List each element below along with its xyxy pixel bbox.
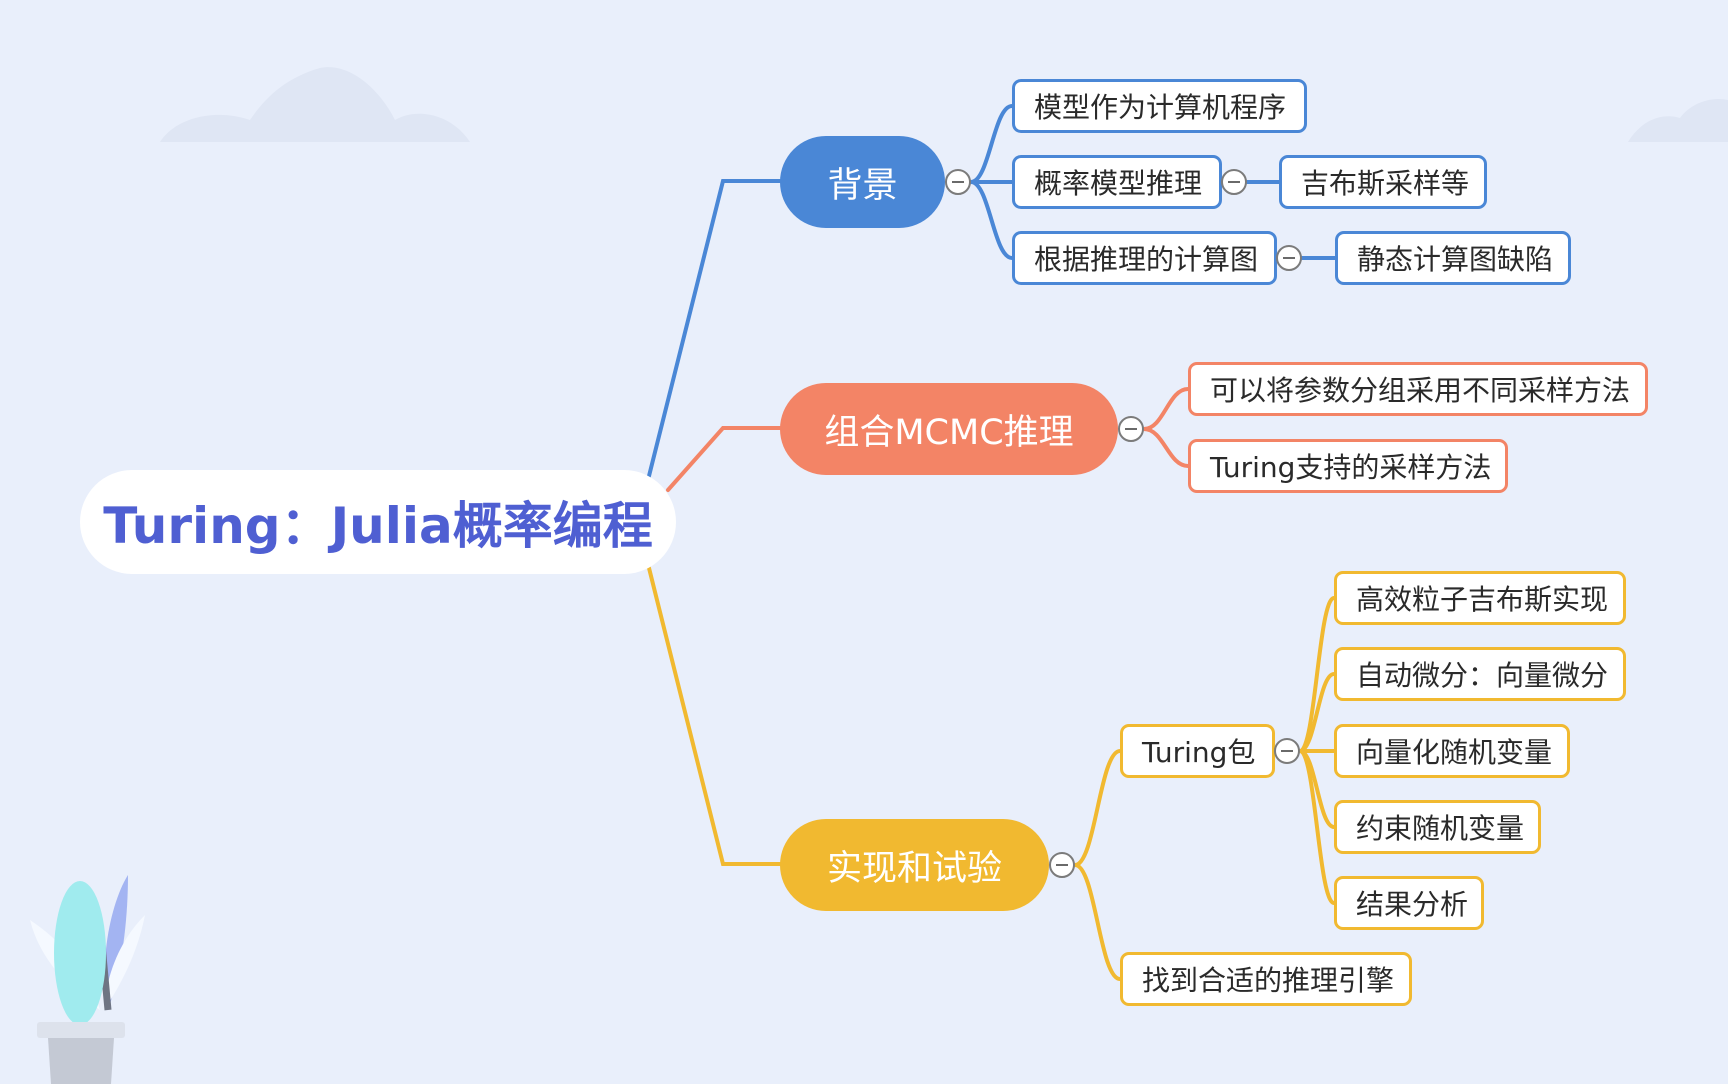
branch-topic[interactable]: 组合MCMC推理	[780, 383, 1118, 475]
subtopic[interactable]: Turing包	[1120, 724, 1275, 778]
subtopic[interactable]: 可以将参数分组采用不同采样方法	[1188, 362, 1648, 416]
subtopic-connector	[969, 180, 1014, 260]
branch-topic[interactable]: 背景	[780, 136, 945, 228]
subtopic[interactable]: 静态计算图缺陷	[1335, 231, 1571, 285]
subtopic[interactable]: 根据推理的计算图	[1012, 231, 1277, 285]
subtopic[interactable]: 向量化随机变量	[1334, 724, 1570, 778]
collapse-toggle[interactable]	[1221, 169, 1247, 195]
plant-decoration	[30, 875, 145, 1084]
branch-connector	[647, 179, 782, 478]
subtopic-connector	[1298, 672, 1336, 753]
subtopic[interactable]: 模型作为计算机程序	[1012, 79, 1307, 133]
connector-lines	[647, 104, 1337, 981]
subtopic-connector	[969, 104, 1014, 184]
subtopic[interactable]: 结果分析	[1334, 876, 1484, 930]
root-topic[interactable]: Turing：Julia概率编程	[80, 470, 676, 574]
collapse-toggle[interactable]	[1118, 416, 1144, 442]
subtopic[interactable]: Turing支持的采样方法	[1188, 439, 1508, 493]
cloud-decoration	[160, 67, 1728, 142]
collapse-toggle[interactable]	[1049, 852, 1075, 878]
collapse-toggle[interactable]	[1274, 738, 1300, 764]
subtopic[interactable]: 吉布斯采样等	[1279, 155, 1487, 209]
branch-connector	[666, 426, 782, 492]
subtopic-connector	[1073, 863, 1122, 981]
subtopic[interactable]: 概率模型推理	[1012, 155, 1222, 209]
subtopic-connector	[1298, 749, 1336, 905]
branch-connector	[647, 566, 782, 866]
subtopic[interactable]: 自动微分：向量微分	[1334, 647, 1626, 701]
collapse-toggle[interactable]	[1276, 245, 1302, 271]
subtopic-connector	[1142, 387, 1190, 431]
subtopic[interactable]: 约束随机变量	[1334, 800, 1541, 854]
subtopic-connector	[1142, 427, 1190, 468]
subtopic-connector	[1073, 749, 1122, 867]
subtopic[interactable]: 找到合适的推理引擎	[1120, 952, 1412, 1006]
collapse-toggle[interactable]	[945, 169, 971, 195]
branch-topic[interactable]: 实现和试验	[780, 819, 1049, 911]
subtopic[interactable]: 高效粒子吉布斯实现	[1334, 571, 1626, 625]
